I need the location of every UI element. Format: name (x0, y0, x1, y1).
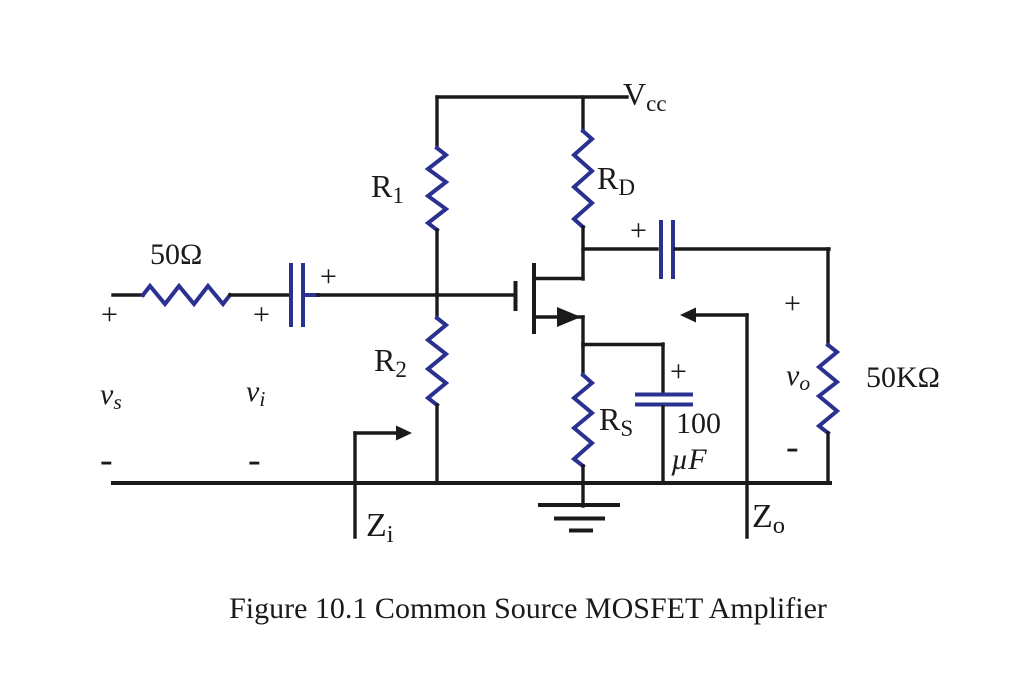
label-rd: RD (597, 160, 635, 200)
figure-caption: Figure 10.1 Common Source MOSFET Amplifi… (229, 592, 827, 625)
label-vo: vo (786, 359, 811, 396)
plus-sign-output-cap: + (630, 214, 647, 247)
label-load-resistor: 50KΩ (866, 361, 940, 394)
label-vi: vi (246, 375, 266, 412)
label-bypass-cap-unit: µF (671, 443, 707, 476)
zo-arrow-head-icon (680, 307, 696, 323)
minus-sign-vi: - (248, 439, 261, 481)
resistor-rd (570, 128, 596, 230)
resistor-r2 (424, 315, 450, 408)
label-bypass-cap-value: 100 (676, 407, 721, 440)
resistor-rs (570, 372, 596, 469)
label-zo: Zo (752, 498, 786, 539)
resistor-load-50k (815, 342, 841, 436)
mosfet-source-arrow (557, 307, 581, 327)
label-zi: Zi (366, 507, 394, 548)
minus-sign-vo: - (786, 426, 799, 468)
label-rs: RS (599, 401, 634, 441)
minus-sign-vs: - (100, 439, 113, 481)
plus-sign-vi: + (253, 298, 270, 331)
resistor-source-50ohm (140, 282, 233, 308)
plus-sign-vs: + (101, 298, 118, 331)
label-vs: vs (100, 378, 122, 415)
label-r1: R1 (371, 168, 404, 208)
plus-sign-input-cap: + (320, 260, 337, 293)
plus-sign-bypass-cap: + (670, 355, 687, 388)
resistor-r1 (424, 145, 450, 233)
label-vcc: Vcc (623, 76, 667, 116)
label-r2: R2 (374, 342, 407, 382)
plus-sign-vo: + (784, 287, 801, 320)
ground-symbol (538, 481, 620, 533)
zi-arrow-head-icon (396, 425, 412, 441)
label-source-resistor: 50Ω (150, 238, 203, 271)
zo-marker (680, 307, 749, 539)
zi-marker (353, 425, 412, 539)
